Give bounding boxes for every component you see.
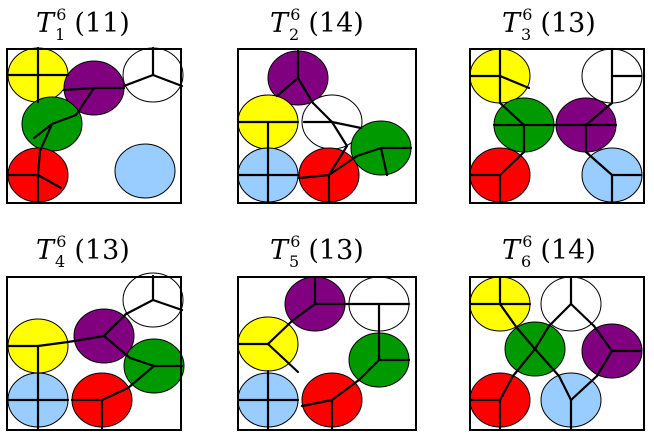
tree-edge xyxy=(66,334,106,344)
tree-edge xyxy=(592,324,614,353)
caption-subscript: 6 xyxy=(521,252,532,271)
tree-edge xyxy=(102,312,128,338)
board-panel-2 xyxy=(237,48,417,204)
tree-edge xyxy=(266,342,300,374)
caption-subscript: 4 xyxy=(55,252,66,271)
tree-edge xyxy=(128,356,156,368)
caption-superscript: 6 xyxy=(522,232,533,251)
tree-edge xyxy=(300,398,334,408)
tree-edge xyxy=(126,364,156,390)
caption-panel-2: T26 (14) xyxy=(270,7,364,43)
caption-count: (13) xyxy=(540,8,596,39)
caption-panel-4: T46 (13) xyxy=(36,234,130,270)
tree-edge xyxy=(357,358,381,382)
tree-edge xyxy=(38,122,54,153)
tree-edge xyxy=(569,302,596,328)
board-panel-6 xyxy=(469,276,645,431)
tree-edge xyxy=(297,173,331,180)
caption-subscript: 1 xyxy=(55,25,66,44)
caption-superscript: 6 xyxy=(290,232,301,251)
caption-count: (14) xyxy=(308,8,364,39)
board-frame xyxy=(237,48,417,204)
board-frame xyxy=(237,276,417,431)
caption-superscript: 6 xyxy=(522,5,533,24)
tree-edge xyxy=(311,101,334,124)
tree-edge xyxy=(122,73,155,88)
tree-edge xyxy=(102,334,132,360)
tree-edge xyxy=(533,347,561,378)
tree-edge xyxy=(327,154,359,177)
caption-superscript: 6 xyxy=(56,232,67,251)
tree-edge xyxy=(595,349,614,378)
tree-edge xyxy=(498,101,526,127)
circle-lightblue xyxy=(114,143,176,199)
tree-edge xyxy=(275,76,300,98)
caption-panel-1: T16 (11) xyxy=(36,7,130,43)
tree-edge xyxy=(100,386,130,402)
tree-edge xyxy=(569,374,599,402)
caption-panel-3: T36 (13) xyxy=(502,7,596,43)
tree-edge xyxy=(266,319,294,346)
board-frame xyxy=(469,48,645,204)
tree-edge xyxy=(330,120,363,130)
tree-edge xyxy=(50,113,78,126)
caption-panel-5: T56 (13) xyxy=(270,234,364,270)
tree-edge xyxy=(32,122,54,140)
board-panel-3 xyxy=(469,47,645,204)
caption-subscript: 3 xyxy=(521,25,532,44)
tree-edge xyxy=(36,340,70,348)
caption-panel-6: T66 (14) xyxy=(502,234,596,270)
tree-edge xyxy=(547,302,573,328)
board-frame xyxy=(6,48,182,204)
caption-symbol: T xyxy=(36,8,55,39)
caption-subscript: 5 xyxy=(289,252,300,271)
caption-superscript: 6 xyxy=(290,5,301,24)
caption-symbol: T xyxy=(270,235,289,266)
tree-edge xyxy=(533,324,551,351)
tree-edge xyxy=(515,326,537,351)
tree-edge xyxy=(330,378,361,402)
tree-edge xyxy=(151,73,184,88)
tree-edge xyxy=(151,298,184,312)
tree-edge xyxy=(62,86,96,92)
caption-count: (13) xyxy=(308,235,364,266)
tree-edge xyxy=(36,173,63,190)
tree-edge xyxy=(290,302,317,323)
caption-symbol: T xyxy=(502,8,521,39)
tree-edge xyxy=(584,101,614,127)
tree-edge xyxy=(498,150,526,177)
tree-edge xyxy=(498,74,531,90)
tree-edge xyxy=(296,76,315,105)
tree-edge xyxy=(355,146,383,158)
board-panel-4 xyxy=(6,272,185,431)
tree-edge xyxy=(557,374,573,402)
board-frame xyxy=(469,276,645,431)
board-panel-1 xyxy=(6,46,184,204)
tree-edge xyxy=(327,144,349,177)
board-panel-5 xyxy=(237,276,417,431)
caption-subscript: 2 xyxy=(289,25,300,44)
tree-edge xyxy=(330,120,349,148)
caption-symbol: T xyxy=(270,8,289,39)
caption-count: (11) xyxy=(74,8,130,39)
caption-symbol: T xyxy=(502,235,521,266)
caption-count: (14) xyxy=(540,235,596,266)
tree-edge xyxy=(584,150,614,177)
tree-edge xyxy=(124,298,155,316)
caption-superscript: 6 xyxy=(56,5,67,24)
tree-edge xyxy=(379,146,389,177)
caption-count: (13) xyxy=(74,235,130,266)
caption-symbol: T xyxy=(36,235,55,266)
tree-edge xyxy=(511,347,537,378)
tree-edge xyxy=(74,86,96,117)
tree-edge xyxy=(36,149,42,177)
tree-edge xyxy=(498,302,519,330)
tree-edge xyxy=(498,374,515,402)
board-frame xyxy=(6,276,182,431)
